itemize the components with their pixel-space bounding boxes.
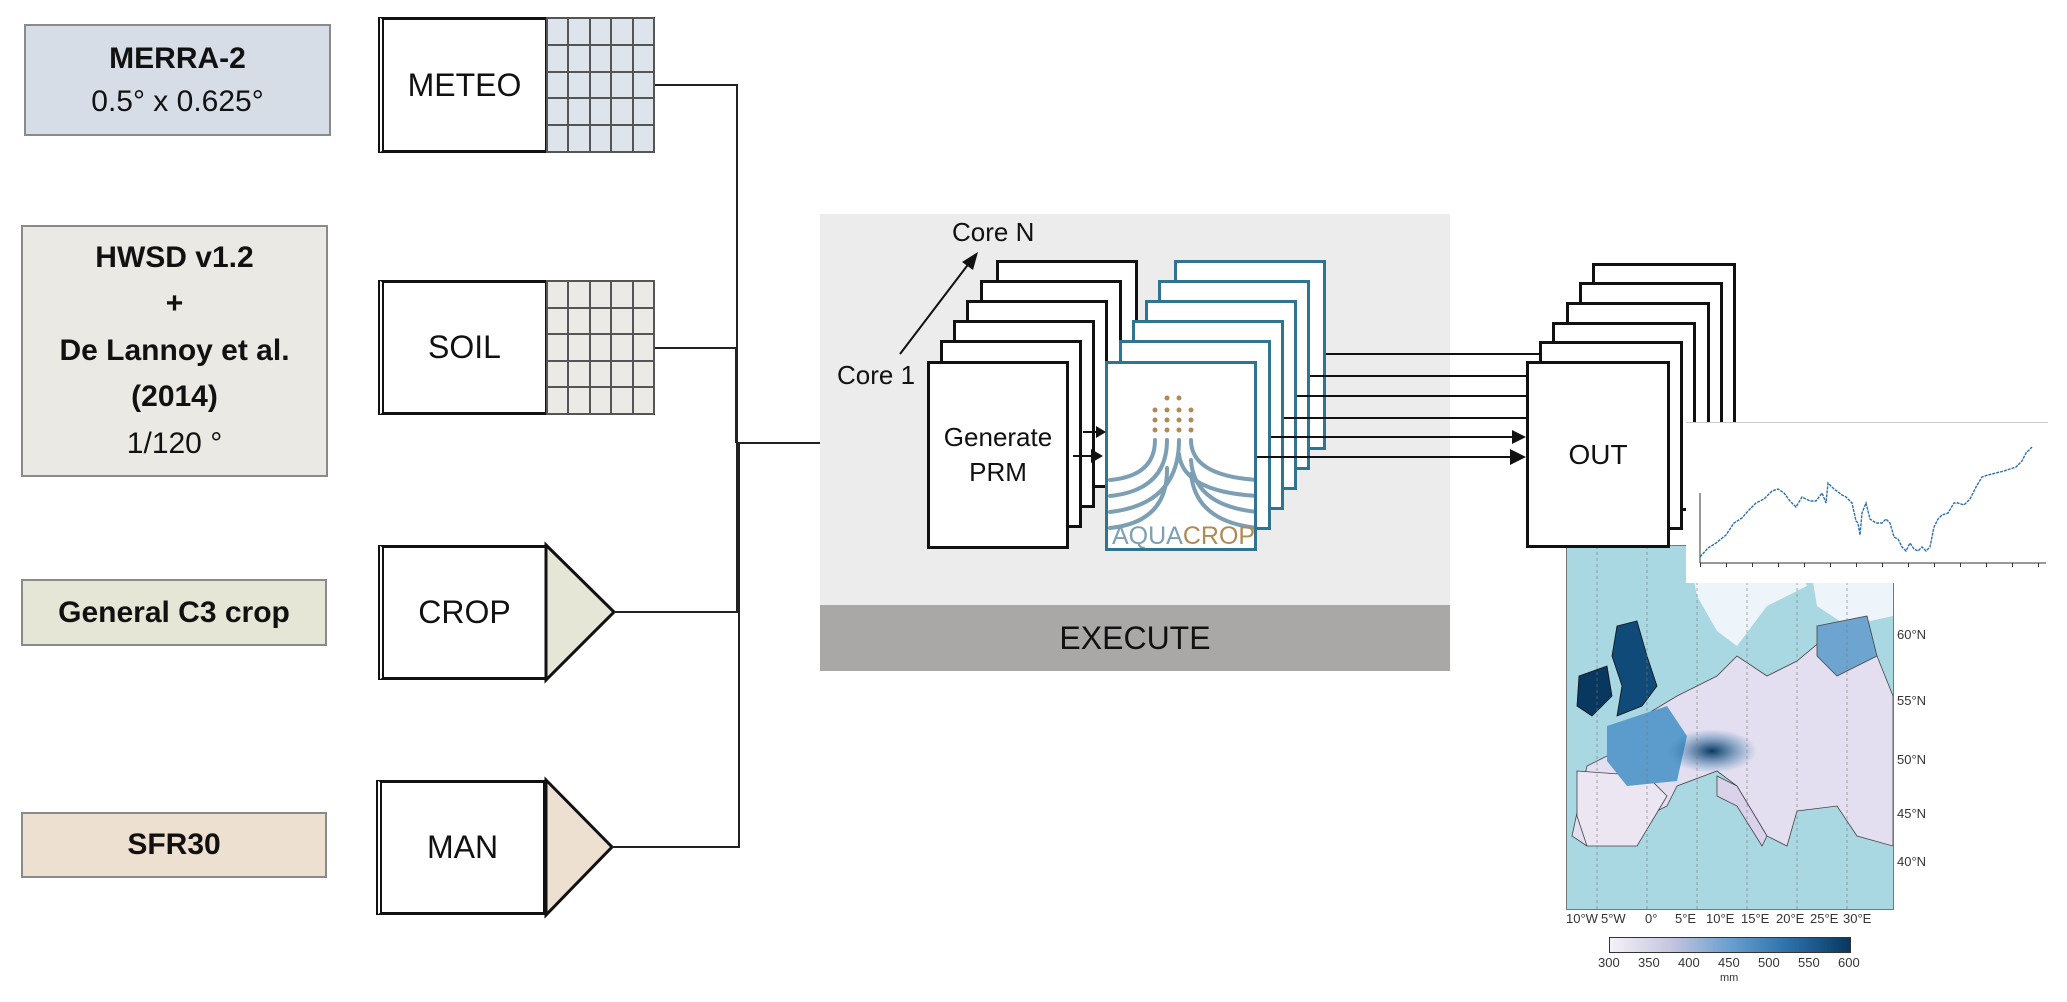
man-connector bbox=[612, 443, 740, 848]
soil-grid-icon bbox=[546, 280, 655, 415]
colorbar-tick-550: 550 bbox=[1798, 955, 1820, 970]
generate-prm-line1: Generate bbox=[943, 421, 1053, 452]
module-meteo-label: METEO bbox=[407, 66, 522, 103]
out-box: OUT bbox=[1526, 361, 1670, 548]
italy-shape bbox=[1716, 775, 1768, 847]
source-hwsd-line2: + bbox=[165, 287, 184, 321]
execute-label-bar: EXECUTE bbox=[820, 605, 1450, 671]
map-lon-label-0: 0° bbox=[1645, 911, 1658, 926]
colorbar-tick-500: 500 bbox=[1758, 955, 1780, 970]
map-lon-label-25e: 25°E bbox=[1810, 911, 1839, 926]
colorbar-tick-350: 350 bbox=[1638, 955, 1660, 970]
source-merra2-title: MERRA-2 bbox=[109, 41, 246, 75]
timeseries-inset bbox=[1686, 422, 2048, 583]
crop-output-triangle-icon bbox=[544, 541, 617, 684]
module-soil-label: SOIL bbox=[428, 329, 501, 365]
source-c3-crop-title: General C3 crop bbox=[58, 595, 290, 629]
map-lat-label-55: 55°N bbox=[1897, 693, 1927, 708]
generate-prm-line2: PRM bbox=[969, 457, 1027, 487]
soil-connector bbox=[655, 347, 737, 443]
source-merra2: MERRA-2 0.5° x 0.625° bbox=[24, 24, 331, 136]
out-label: OUT bbox=[1568, 438, 1628, 470]
colorbar-tick-400: 400 bbox=[1678, 955, 1700, 970]
module-meteo: METEO bbox=[378, 17, 548, 153]
source-sfr30: SFR30 bbox=[21, 812, 327, 878]
source-merra2-resolution: 0.5° x 0.625° bbox=[91, 85, 264, 118]
module-crop-label: CROP bbox=[418, 594, 511, 630]
prm-to-aquacrop-arrow-icon bbox=[1091, 449, 1103, 463]
source-sfr30-title: SFR30 bbox=[127, 828, 221, 862]
map-lon-label-30e: 30°E bbox=[1843, 911, 1872, 926]
colorbar-tick-300: 300 bbox=[1598, 955, 1620, 970]
core-n-label: Core N bbox=[952, 217, 1035, 247]
map-lat-label-40: 40°N bbox=[1897, 854, 1927, 869]
out-arrow-head-1-icon bbox=[1510, 449, 1526, 465]
execute-label: EXECUTE bbox=[1059, 619, 1211, 656]
baltic-states-shape bbox=[1816, 615, 1878, 677]
source-hwsd-line1: HWSD v1.2 bbox=[95, 240, 254, 274]
map-lon-label-15e: 15°E bbox=[1741, 911, 1770, 926]
alps-region bbox=[1667, 729, 1757, 773]
precip-map bbox=[1566, 545, 1894, 910]
source-hwsd-resolution: 1/120 ° bbox=[126, 426, 223, 460]
out-arrow-head-2-icon bbox=[1512, 430, 1526, 444]
aquacrop-logo-text: AQUACROP bbox=[1112, 522, 1256, 550]
europe-map-land bbox=[1571, 546, 1893, 909]
map-lon-label-5e: 5°E bbox=[1675, 911, 1697, 926]
man-output-triangle-icon bbox=[544, 776, 615, 919]
colorbar-unit: mm bbox=[1720, 972, 1739, 984]
module-crop: CROP bbox=[378, 545, 548, 680]
map-lon-label-20e: 20°E bbox=[1776, 911, 1805, 926]
map-colorbar bbox=[1609, 937, 1851, 953]
core-1-label: Core 1 bbox=[837, 360, 916, 390]
map-lat-label-60: 60°N bbox=[1897, 627, 1927, 642]
colorbar-tick-450: 450 bbox=[1718, 955, 1740, 970]
generate-prm-box: Generate PRM bbox=[927, 361, 1069, 549]
aquacrop-logo-text-crop: CROP bbox=[1182, 522, 1256, 550]
crop-connector bbox=[614, 443, 738, 613]
core-arrow-head-icon bbox=[962, 252, 978, 270]
map-lon-label-10w: 10°W bbox=[1566, 911, 1598, 926]
module-man: MAN bbox=[376, 780, 546, 915]
ireland-shape bbox=[1576, 665, 1613, 717]
source-c3-crop: General C3 crop bbox=[21, 579, 327, 646]
map-lat-label-45: 45°N bbox=[1897, 806, 1927, 821]
prm-to-aquacrop-arrow2-icon bbox=[1096, 426, 1106, 438]
source-hwsd-line4: (2014) bbox=[131, 380, 218, 414]
colorbar-tick-600: 600 bbox=[1838, 955, 1860, 970]
meteo-grid-icon bbox=[546, 17, 655, 153]
aquacrop-logo-icon bbox=[1108, 395, 1254, 530]
timeseries-line bbox=[1699, 446, 2033, 558]
module-man-label: MAN bbox=[426, 829, 499, 865]
aquacrop-logo-text-aqua: AQUA bbox=[1112, 522, 1183, 550]
timeseries-plot bbox=[1699, 446, 2046, 567]
map-lat-label-50: 50°N bbox=[1897, 752, 1927, 767]
britain-shape bbox=[1611, 620, 1658, 717]
module-soil: SOIL bbox=[378, 280, 548, 415]
source-hwsd: HWSD v1.2 + De Lannoy et al. (2014) 1/12… bbox=[21, 225, 328, 477]
map-lon-label-10e: 10°E bbox=[1706, 911, 1735, 926]
map-lon-label-5w: 5°W bbox=[1601, 911, 1626, 926]
aquacrop-logo-box: AQUACROP bbox=[1105, 361, 1257, 551]
meteo-connector bbox=[655, 84, 738, 443]
source-hwsd-line3: De Lannoy et al. bbox=[59, 333, 290, 367]
